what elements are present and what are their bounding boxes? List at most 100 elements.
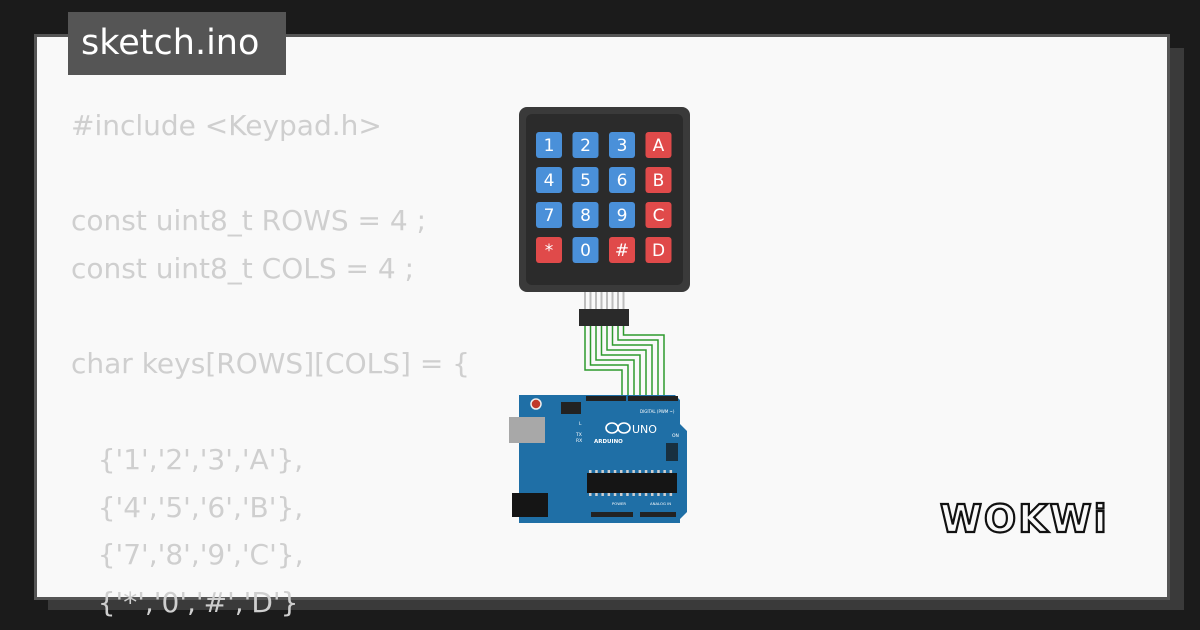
chip-pin (626, 470, 629, 473)
connector-header (579, 309, 629, 326)
keypad-key-label: B (653, 171, 665, 191)
keypad-key-*[interactable] (536, 237, 562, 263)
chip-pin (613, 470, 617, 473)
icsp-header (561, 402, 581, 414)
chip-pin (663, 470, 666, 473)
chip-pin (589, 493, 592, 496)
keypad-key-label: D (652, 241, 665, 261)
wire (606, 326, 647, 398)
keypad-key-D[interactable] (645, 237, 672, 263)
tx-label: TX (575, 432, 582, 438)
digital-label: DIGITAL (PWM ~) (640, 409, 675, 414)
board-brand: ARDUINO (594, 439, 623, 445)
arduino-uno-board[interactable]: DIGITAL (PWM ~) UNO ARDUINO L TX RX ON P… (509, 395, 687, 523)
chip-pin (651, 493, 654, 496)
wokwi-logo: WOKWi (939, 496, 1108, 542)
chip-pin (601, 470, 604, 473)
keypad-key-7[interactable] (536, 202, 562, 228)
wire (622, 326, 665, 398)
keypad-key-label: 8 (580, 206, 591, 226)
digital-header-b (628, 396, 678, 401)
file-tab[interactable]: sketch.ino (68, 12, 286, 75)
chip-pin (657, 493, 660, 496)
wire (595, 326, 635, 398)
microcontroller-chip (587, 473, 677, 493)
keypad-key-label: 6 (617, 171, 628, 191)
reset-button (530, 398, 542, 410)
l-led-label: L (579, 421, 582, 427)
keypad-key-#[interactable] (609, 237, 635, 263)
chip-pin (657, 470, 660, 473)
analog-header (640, 512, 676, 517)
chip-pin (620, 470, 623, 473)
keypad-key-label: * (545, 241, 554, 261)
chip-pin (638, 470, 642, 473)
chip-pin (663, 493, 666, 496)
code-preview: #include <Keypad.h>const uint8_t ROWS = … (71, 102, 470, 627)
keypad-key-B[interactable] (645, 167, 672, 193)
keypad-connector (579, 292, 629, 326)
keypad-key-3[interactable] (609, 132, 635, 158)
power-jack (512, 493, 548, 517)
code-line: {'1','2','3','A'}, (71, 442, 304, 476)
rx-label: RX (576, 438, 582, 444)
code-line: const uint8_t ROWS = 4 ; (71, 204, 427, 238)
keypad-key-label: 4 (544, 171, 555, 191)
keypad-face (526, 114, 683, 285)
keypad-key-label: A (653, 136, 665, 156)
wire (600, 326, 641, 398)
chip-pin (607, 470, 611, 473)
keypad-key-4[interactable] (536, 167, 562, 193)
keypad-key-6[interactable] (609, 167, 635, 193)
wires (584, 326, 665, 398)
chip-pin (613, 493, 617, 496)
wire (617, 326, 659, 398)
keypad-key-label: 2 (580, 136, 591, 156)
power-header (591, 512, 633, 517)
keypad-key-5[interactable] (572, 167, 599, 193)
chip-pin (595, 470, 598, 473)
connector-pin (606, 292, 608, 310)
chip-pin (651, 470, 654, 473)
keypad-key-label: 5 (580, 171, 591, 191)
code-line: {'4','5','6','B'}, (71, 490, 304, 524)
code-line: {'7','8','9','C'}, (71, 538, 304, 572)
chip-pin (589, 470, 592, 473)
connector-pin (600, 292, 603, 310)
chip-pin (601, 493, 604, 496)
connector-pin (617, 292, 619, 310)
chip-pin (632, 493, 635, 496)
chip-pin (595, 493, 598, 496)
keypad-key-1[interactable] (536, 132, 562, 158)
keypad-key-2[interactable] (572, 132, 599, 158)
keypad-key-0[interactable] (572, 237, 599, 263)
infinity-right-icon (617, 422, 631, 434)
chip-pin (626, 493, 629, 496)
side-header (666, 443, 678, 461)
chip-pin (644, 493, 648, 496)
chip-pin (607, 493, 611, 496)
chip-pin (644, 470, 648, 473)
keypad-key-A[interactable] (645, 132, 672, 158)
keypad-key-label: 3 (617, 136, 628, 156)
digital-header-a (586, 396, 626, 401)
chip-pin (620, 493, 623, 496)
keypad-key-9[interactable] (609, 202, 635, 228)
keypad-key-C[interactable] (645, 202, 672, 228)
chip-pin (638, 493, 642, 496)
code-line: {'*','0','#','D'} (71, 585, 299, 619)
keypad-key-label: 0 (580, 241, 591, 261)
connector-pin (584, 292, 586, 310)
keypad-key-8[interactable] (572, 202, 599, 228)
board-name: UNO (632, 423, 657, 436)
code-line: const uint8_t COLS = 4 ; (71, 252, 415, 286)
code-line: char keys[ROWS][COLS] = { (71, 347, 470, 381)
chip-pin (632, 470, 635, 473)
connector-pin (622, 292, 625, 310)
keypad-key-label: 9 (617, 206, 628, 226)
keypad-key-label: 7 (544, 206, 555, 226)
connector-pin (595, 292, 597, 310)
usb-port (509, 417, 545, 443)
